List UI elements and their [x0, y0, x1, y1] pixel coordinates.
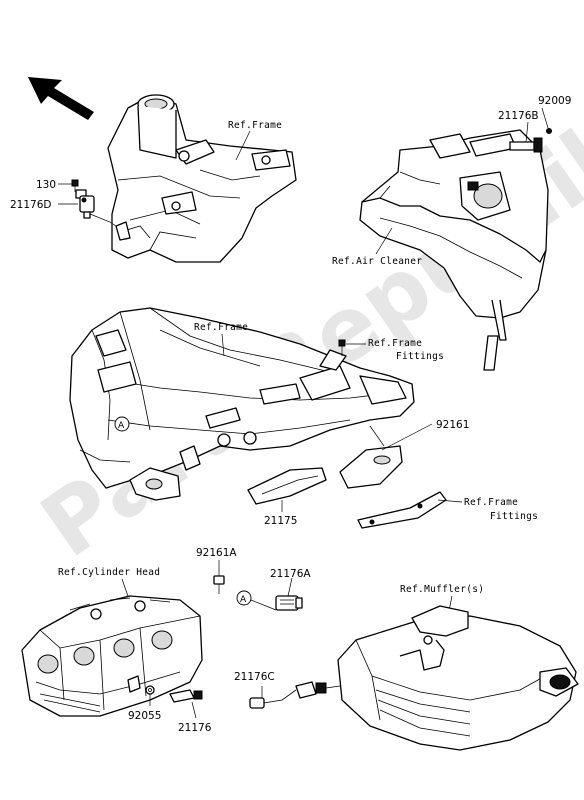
- sensor-21176C: [249, 681, 341, 709]
- frame-top-drawing: [107, 94, 297, 263]
- bolt-130: [71, 179, 79, 192]
- cover-92161: [339, 445, 403, 489]
- label-92161: 92161: [436, 419, 469, 431]
- label-92055: 92055: [128, 710, 161, 722]
- label-21176: 21176: [178, 722, 212, 734]
- bolt-92161A: [213, 575, 225, 594]
- sensor-21176: [169, 689, 203, 703]
- svg-text:A: A: [118, 421, 125, 431]
- callout-a1: A: [114, 416, 130, 432]
- svg-text:A: A: [240, 595, 247, 605]
- ref-air-cleaner: Ref.Air Cleaner: [332, 256, 422, 267]
- washer-92055: [145, 685, 155, 695]
- cylinder-head-drawing: [21, 595, 203, 717]
- sensor-21176A: [275, 595, 303, 611]
- label-21175: 21175: [264, 515, 297, 527]
- muffler-drawing: [337, 605, 579, 751]
- ref-frame-fittings-1: Ref.Frame: [368, 338, 422, 349]
- label-21176A: 21176A: [270, 568, 311, 580]
- bracket-21175: [247, 467, 327, 505]
- ref-frame-fittings-2b: Fittings: [490, 511, 538, 522]
- label-21176C: 21176C: [234, 671, 275, 683]
- label-92009: 92009: [538, 95, 571, 107]
- label-21176D: 21176D: [10, 199, 52, 211]
- label-92161A: 92161A: [196, 547, 237, 559]
- sensor-21176B: [509, 137, 543, 153]
- callout-a2: A: [236, 590, 252, 606]
- bolt-frame-fittings-1: [338, 339, 346, 356]
- label-130: 130: [36, 179, 56, 191]
- frame-main-drawing: [69, 307, 415, 501]
- ref-frame-fittings-1b: Fittings: [396, 351, 444, 362]
- direction-arrow-icon: [28, 77, 94, 120]
- air-cleaner-drawing: [359, 129, 549, 371]
- sensor-21176D: [75, 189, 117, 227]
- ref-cylinder-head: Ref.Cylinder Head: [58, 567, 160, 578]
- ref-frame-middle: Ref.Frame: [194, 322, 248, 333]
- ref-muffler: Ref.Muffler(s): [400, 584, 484, 595]
- bracket-frame-fittings-2: [357, 491, 447, 529]
- ref-frame-top: Ref.Frame: [228, 120, 282, 131]
- ref-frame-fittings-2: Ref.Frame: [464, 497, 518, 508]
- label-21176B: 21176B: [498, 110, 539, 122]
